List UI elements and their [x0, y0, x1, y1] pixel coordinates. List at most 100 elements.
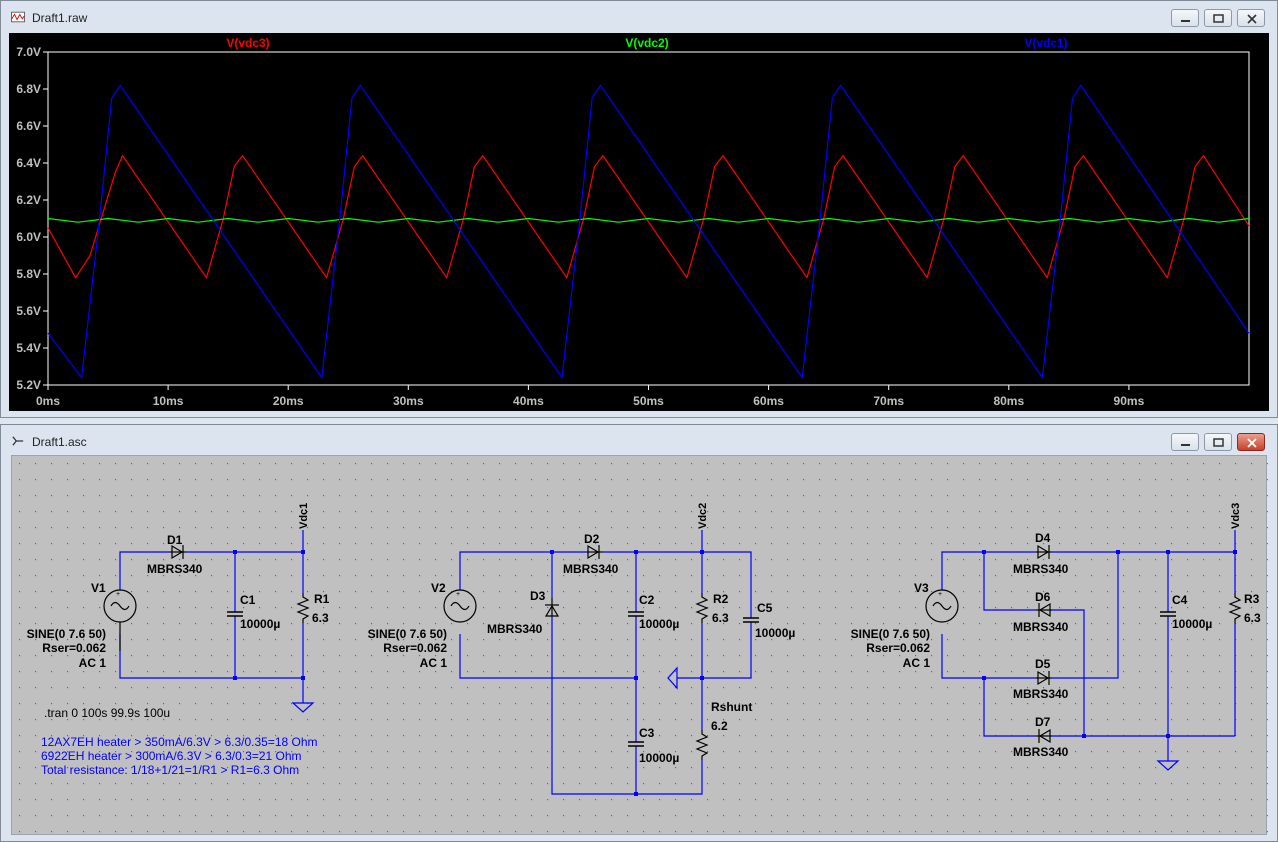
y-tick-label: 6.8V: [16, 82, 41, 96]
x-tick-label: 0ms: [36, 394, 60, 408]
waveform-plot[interactable]: 7.0V6.8V6.6V6.4V6.2V6.0V5.8V5.6V5.4V5.2V…: [9, 33, 1269, 411]
svg-text:+: +: [938, 591, 942, 598]
diode-d6[interactable]: [1036, 602, 1052, 618]
close-button[interactable]: [1237, 9, 1265, 27]
label-d7-model: MBRS340: [1013, 745, 1069, 759]
label-d1-model: MBRS340: [147, 562, 203, 576]
trace-label[interactable]: V(vdc3): [226, 36, 269, 50]
label-rshunt-value: 6.2: [711, 719, 728, 733]
resistor-r1[interactable]: [296, 593, 310, 623]
y-tick-label: 5.8V: [16, 267, 41, 281]
y-tick-label: 6.2V: [16, 193, 41, 207]
label-v2-line3: AC 1: [420, 656, 448, 670]
label-c5-ref: C5: [757, 601, 773, 615]
resistor-r3[interactable]: [1228, 593, 1242, 623]
label-d2-ref: D2: [584, 532, 600, 546]
x-tick-label: 20ms: [273, 394, 304, 408]
label-d7-ref: D7: [1035, 715, 1051, 729]
resistor-rshunt[interactable]: [695, 730, 709, 760]
svg-text:Vdc3: Vdc3: [1230, 503, 1242, 529]
trace-vvdc1[interactable]: [47, 84, 1250, 379]
label-r2-value: 6.3: [712, 611, 729, 625]
label-d2-model: MBRS340: [563, 562, 619, 576]
schematic-titlebar[interactable]: Draft1.asc: [1, 425, 1277, 457]
label-v1-ref: V1: [91, 581, 106, 595]
x-tick-label: 60ms: [753, 394, 784, 408]
circuit3-junctions: [982, 550, 1237, 738]
trace-label[interactable]: V(vdc1): [1024, 36, 1067, 50]
capacitor-c1[interactable]: [227, 611, 243, 617]
label-c2-value: 10000µ: [639, 617, 679, 631]
maximize-button[interactable]: [1204, 9, 1232, 27]
capacitor-c5[interactable]: [743, 617, 759, 623]
diode-d7[interactable]: [1036, 728, 1052, 744]
y-tick-label: 7.0V: [16, 45, 41, 59]
y-tick-label: 5.4V: [16, 341, 41, 355]
minimize-icon: [1181, 20, 1190, 22]
svg-text:Vdc2: Vdc2: [697, 503, 709, 529]
label-d1-ref: D1: [167, 533, 183, 547]
trace-vvdc3[interactable]: [47, 154, 1250, 279]
net-label-vdc2[interactable]: Vdc2: [697, 503, 709, 529]
minimize-button[interactable]: [1171, 9, 1199, 27]
label-v1-line3: AC 1: [79, 656, 107, 670]
label-rshunt-ref: Rshunt: [711, 700, 752, 714]
capacitor-c2[interactable]: [628, 611, 644, 617]
comment-line[interactable]: Total resistance: 1/18+1/21=1/R1 > R1=6.…: [41, 763, 299, 777]
label-v2-line2: Rser=0.062: [383, 641, 447, 655]
diode-d5[interactable]: [1036, 670, 1052, 686]
ground-symbol-2: [667, 666, 678, 690]
x-tick-label: 70ms: [873, 394, 904, 408]
x-tick-label: 80ms: [993, 394, 1024, 408]
minimize-button[interactable]: [1171, 433, 1199, 451]
voltage-source-v3[interactable]: +: [925, 589, 959, 623]
maximize-button[interactable]: [1204, 433, 1232, 451]
diode-d3[interactable]: [544, 598, 560, 617]
net-label-vdc3[interactable]: Vdc3: [1230, 503, 1242, 529]
spice-directive[interactable]: .tran 0 100s 99.9s 100u: [44, 706, 170, 720]
trace-vvdc2[interactable]: [47, 217, 1250, 223]
label-v1-line2: Rser=0.062: [42, 641, 106, 655]
comment-line[interactable]: 6922EH heater > 300mA/6.3V > 6.3/0.3=21 …: [41, 749, 302, 763]
label-c3-value: 10000µ: [639, 751, 679, 765]
x-tick-label: 90ms: [1114, 394, 1145, 408]
label-r1-value: 6.3: [312, 611, 329, 625]
label-v2-ref: V2: [431, 581, 446, 595]
voltage-source-v1[interactable]: +: [103, 589, 137, 651]
label-c1-value: 10000µ: [240, 617, 280, 631]
label-v3-line3: AC 1: [903, 656, 931, 670]
label-r3-value: 6.3: [1244, 611, 1261, 625]
close-button[interactable]: [1237, 433, 1265, 451]
resistor-r2[interactable]: [695, 593, 709, 623]
svg-text:+: +: [116, 591, 120, 598]
label-c3-ref: C3: [639, 726, 655, 740]
diode-d2[interactable]: [587, 544, 603, 560]
label-v1-line1: SINE(0 7.6 50): [27, 627, 106, 641]
x-tick-label: 50ms: [633, 394, 664, 408]
capacitor-c3[interactable]: [628, 741, 644, 747]
x-tick-label: 40ms: [513, 394, 544, 408]
waveform-titlebar[interactable]: Draft1.raw: [1, 1, 1277, 33]
capacitor-c4[interactable]: [1160, 611, 1176, 617]
voltage-source-v2[interactable]: +: [443, 589, 477, 623]
comment-line[interactable]: 12AX7EH heater > 350mA/6.3V > 6.3/0.35=1…: [41, 735, 318, 749]
label-c1-ref: C1: [240, 593, 256, 607]
diode-d4[interactable]: [1036, 544, 1052, 560]
net-label-vdc1[interactable]: Vdc1: [298, 503, 310, 529]
diode-d1[interactable]: [170, 544, 186, 560]
svg-text:+: +: [456, 591, 460, 598]
schematic-drawing[interactable]: + Vdc1: [12, 456, 1268, 836]
schematic-window[interactable]: Draft1.asc: [0, 424, 1278, 842]
label-d5-model: MBRS340: [1013, 687, 1069, 701]
label-v2-line1: SINE(0 7.6 50): [368, 627, 447, 641]
trace-label[interactable]: V(vdc2): [625, 36, 668, 50]
label-c2-ref: C2: [639, 593, 655, 607]
schematic-canvas[interactable]: + Vdc1: [11, 455, 1268, 836]
label-c4-ref: C4: [1172, 593, 1188, 607]
label-c5-value: 10000µ: [755, 626, 795, 640]
label-c4-value: 10000µ: [1172, 617, 1212, 631]
y-tick-label: 5.2V: [16, 378, 41, 392]
label-d4-ref: D4: [1035, 531, 1051, 545]
